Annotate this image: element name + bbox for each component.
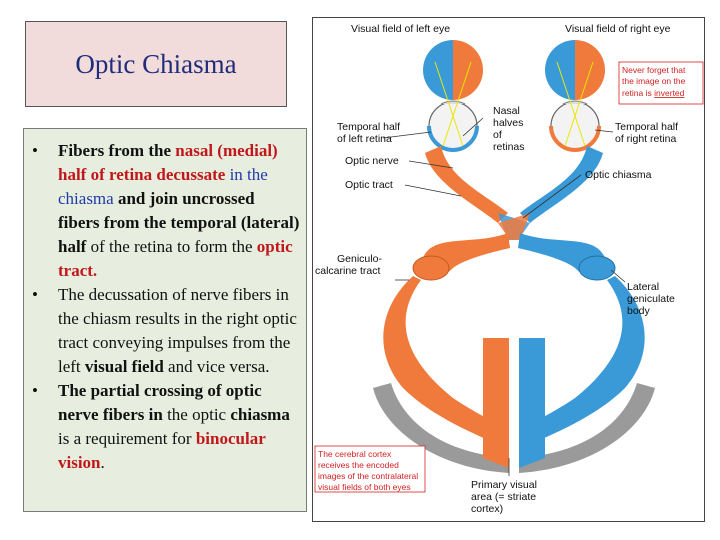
left-lgb: [412, 255, 450, 281]
bullet-text-segment: .: [100, 453, 105, 472]
label-lateral-2: geniculate: [627, 293, 675, 305]
label-optic-nerve: Optic nerve: [345, 155, 399, 167]
note-line2: the image on the: [622, 76, 686, 86]
label-primary-2: area (= striate: [471, 491, 536, 503]
label-nasal-4: retinas: [493, 141, 525, 153]
inversion-note: Never forget that the image on the retin…: [618, 61, 704, 105]
right-optic-nerve: [520, 146, 603, 223]
bullet-text-segment: is a requirement for: [58, 429, 196, 448]
label-temporal-right-1: Temporal half: [615, 121, 678, 133]
bullet-dot-icon: •: [32, 381, 38, 400]
pointer-lines: [382, 117, 626, 476]
bullet-text-segment: visual field: [84, 357, 164, 376]
left-cortex: [373, 383, 509, 473]
title-box: Optic Chiasma: [25, 21, 287, 107]
bullet-item: • The partial crossing of optic nerve fib…: [24, 379, 300, 475]
bullet-text-segment: chiasma: [230, 405, 290, 424]
label-nasal-3: of: [493, 129, 502, 141]
label-primary-1: Primary visual: [471, 479, 537, 491]
note-line1: Never forget that: [622, 65, 686, 75]
label-temporal-left-1: Temporal half: [337, 121, 400, 133]
label-optic-tract: Optic tract: [345, 179, 393, 191]
bullet-text-segment: and join uncrossed fibers from the tempo…: [58, 189, 300, 256]
bullet-dot-icon: •: [32, 285, 38, 304]
cortex-note-1: The cerebral cortex: [318, 449, 392, 459]
bullet-text-segment: The partial crossing of optic nerve fibe…: [58, 381, 262, 424]
note-inverted: inverted: [654, 88, 685, 98]
label-geniculo-2: calcarine tract: [315, 265, 380, 277]
right-lgb: [578, 255, 616, 281]
optic-chiasma-diagram: Visual field of left eye Visual field of…: [312, 17, 705, 522]
label-temporal-left-2: of left retina: [337, 133, 392, 145]
chiasma-orange: [498, 213, 530, 240]
left-optic-nerve: [425, 146, 508, 223]
right-striate-area: [519, 338, 545, 468]
bullet-list: • Fibers from the nasal (medial) half of …: [24, 129, 306, 475]
label-primary-3: cortex): [471, 503, 503, 515]
left-eye: [427, 100, 479, 152]
label-visual-field-left: Visual field of left eye: [351, 23, 450, 35]
label-lateral-3: body: [627, 305, 651, 317]
slide-title: Optic Chiasma: [75, 48, 237, 79]
bullet-text-segment: of the retina to form the: [86, 237, 257, 256]
bullet-item: • The decussation of nerve fibers in the …: [24, 283, 300, 379]
light-rays: [434, 61, 594, 147]
diagram-svg: Visual field of left eye Visual field of…: [314, 23, 704, 515]
right-cortex: [519, 383, 655, 473]
cortex-note-2: receives the encoded: [318, 460, 399, 470]
note-line3: retina is: [622, 88, 652, 98]
label-temporal-right-2: of right retina: [615, 133, 676, 145]
bullet-text-segment: binocular vision: [58, 429, 266, 472]
right-visual-field: [545, 40, 605, 100]
cortex-note-4: visual fields of both eyes: [318, 482, 411, 492]
right-eye: [549, 100, 601, 152]
bullet-text-segment: in the chiasma: [58, 165, 268, 208]
bullet-dot-icon: •: [32, 141, 38, 160]
bullet-text-segment: The decussation of nerve fibers in the c…: [58, 285, 297, 376]
cortex-note-3: images of the contralateral: [318, 471, 418, 481]
bullet-text-segment: the optic: [162, 405, 231, 424]
label-nasal-1: Nasal: [493, 105, 520, 117]
cortex-note: The cerebral cortex receives the encoded…: [314, 445, 426, 493]
label-visual-field-right: Visual field of right eye: [565, 23, 671, 35]
label-lateral-1: Lateral: [627, 281, 659, 293]
bullet-text-segment: and vice versa.: [163, 357, 270, 376]
label-geniculo-1: Geniculo-: [337, 253, 382, 265]
label-optic-chiasma: Optic chiasma: [585, 169, 652, 181]
bullet-text-segment: nasal (medial) half of retina decussate: [58, 141, 278, 184]
bullet-item: • Fibers from the nasal (medial) half of …: [24, 139, 300, 283]
bullet-text-segment: optic tract.: [58, 237, 293, 280]
left-striate-area: [483, 338, 509, 468]
svg-text:retina is inverted: retina is inverted: [622, 88, 685, 98]
label-nasal-2: halves: [493, 117, 523, 129]
left-visual-field: [423, 40, 483, 100]
bullet-text-segment: Fibers from the: [58, 141, 176, 160]
text-box: • Fibers from the nasal (medial) half of …: [23, 128, 307, 512]
